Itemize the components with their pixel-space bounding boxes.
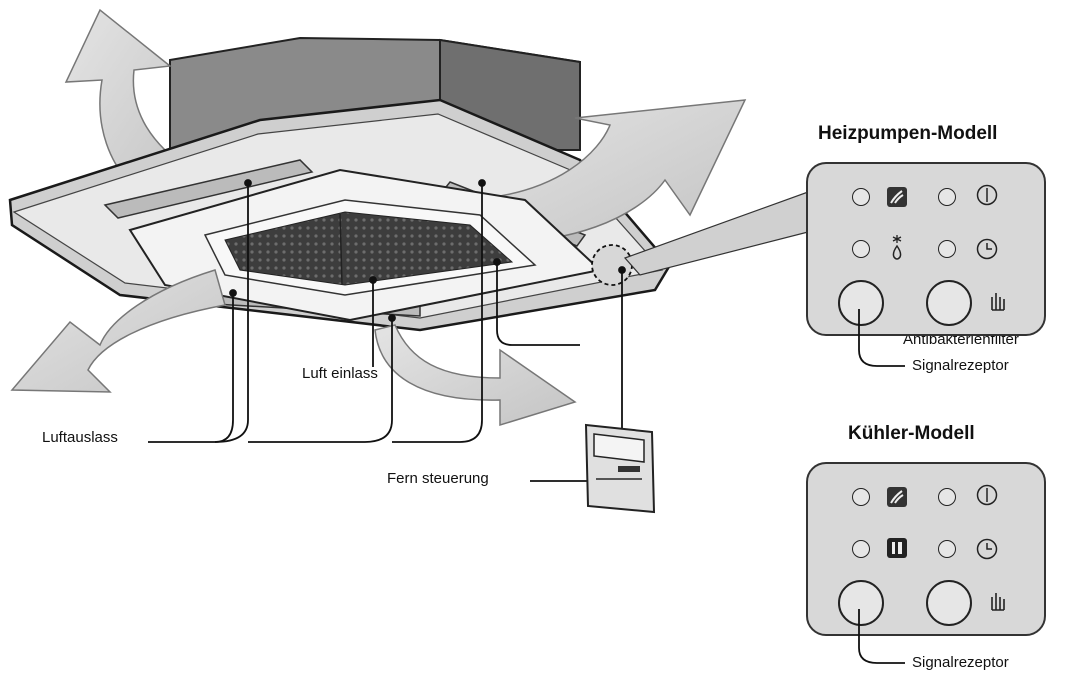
- dehumidify-icon: [892, 235, 902, 260]
- indicator-lamp: [938, 540, 956, 558]
- indicator-lamp: [852, 240, 870, 258]
- power-icon: [976, 184, 998, 206]
- signal-receptor-button: [838, 280, 884, 326]
- indicator-lamp: [938, 488, 956, 506]
- filter-icon: [887, 538, 907, 558]
- timer-icon: [976, 538, 998, 560]
- heat-pump-indicator-panel: [806, 162, 1046, 336]
- defrost-icon: [887, 487, 907, 507]
- cooler-model-title: Kühler-Modell: [848, 423, 975, 444]
- hand-icon: [991, 593, 1005, 611]
- manual-operation-button: [926, 580, 972, 626]
- defrost-icon: [887, 187, 907, 207]
- indicator-lamp: [852, 540, 870, 558]
- cooler-signal-receptor-label: Signalrezeptor: [912, 654, 1009, 671]
- air-outlet-label: Luftauslass: [42, 429, 118, 446]
- cooler-indicator-panel: [806, 462, 1046, 636]
- leader-lines: [148, 179, 626, 482]
- timer-icon: [976, 238, 998, 260]
- indicator-lamp: [938, 188, 956, 206]
- signal-receptor-button: [838, 580, 884, 626]
- indicator-lamp: [852, 488, 870, 506]
- indicator-lamp: [852, 188, 870, 206]
- airflow-arrow: [10, 269, 226, 393]
- power-icon: [976, 484, 998, 506]
- manual-operation-button: [926, 280, 972, 326]
- remote-control-label: Fern steuerung: [387, 470, 489, 487]
- indicator-lamp: [938, 240, 956, 258]
- heat-pump-signal-receptor-label: Signalrezeptor: [912, 357, 1009, 374]
- air-inlet-label: Luft einlass: [302, 365, 378, 382]
- remote-control-illustration: [584, 423, 656, 514]
- heat-pump-model-title: Heizpumpen-Modell: [818, 123, 998, 144]
- hand-icon: [991, 293, 1005, 311]
- airflow-arrow: [374, 324, 577, 427]
